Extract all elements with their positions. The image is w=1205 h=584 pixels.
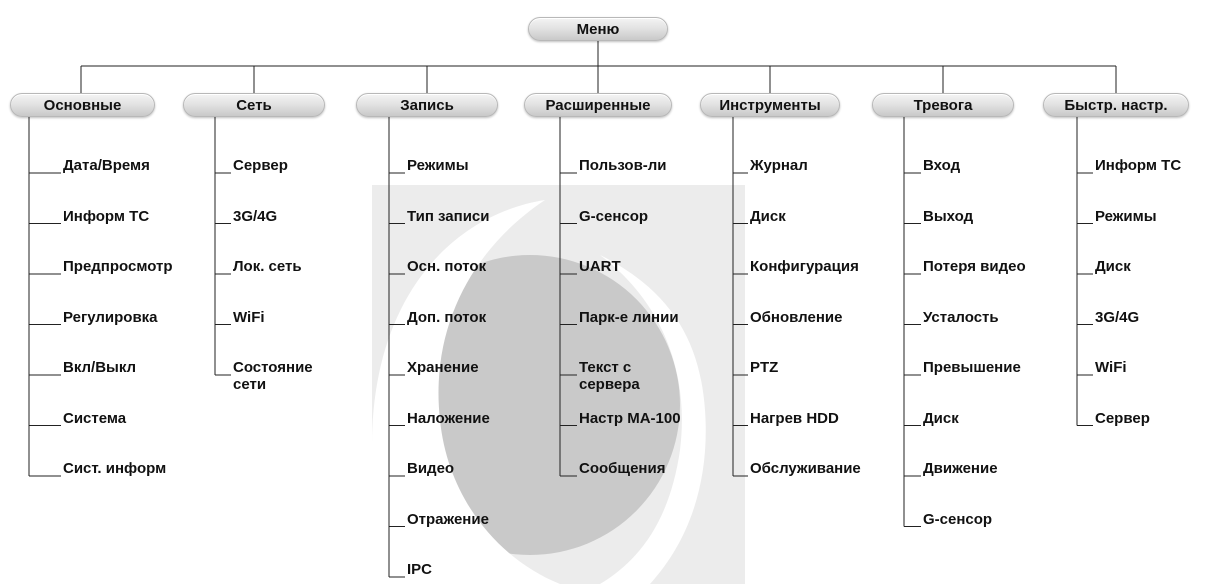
- menu-item[interactable]: Конфигурация: [750, 258, 859, 275]
- category-button[interactable]: Расширенные: [524, 93, 672, 117]
- menu-item[interactable]: Видео: [407, 460, 455, 477]
- menu-item[interactable]: G-сенсор: [923, 510, 993, 528]
- menu-item[interactable]: Осн. поток: [407, 258, 487, 275]
- category-button[interactable]: Тревога: [872, 93, 1014, 117]
- menu-item[interactable]: Усталость: [923, 308, 999, 326]
- menu-item[interactable]: Настр МА-100: [579, 409, 681, 427]
- menu-item[interactable]: Наложение: [407, 409, 490, 427]
- menu-item[interactable]: Предпросмотр: [63, 258, 173, 275]
- menu-item[interactable]: Журнал: [750, 157, 808, 174]
- menu-item[interactable]: G-сенсор: [579, 207, 649, 225]
- menu-item[interactable]: Выход: [923, 207, 974, 225]
- menu-item[interactable]: Пользов-ли: [579, 157, 667, 174]
- menu-item[interactable]: Тип записи: [407, 207, 490, 225]
- menu-item[interactable]: 3G/4G: [1095, 308, 1140, 326]
- menu-item[interactable]: Парк-е линии: [579, 308, 679, 326]
- menu-item[interactable]: Информ ТС: [63, 207, 150, 225]
- menu-item[interactable]: Диск: [750, 207, 786, 225]
- menu-item[interactable]: Диск: [1095, 258, 1131, 275]
- menu-item[interactable]: 3G/4G: [233, 207, 278, 225]
- menu-root-button[interactable]: Меню: [528, 17, 668, 41]
- menu-item[interactable]: Вход: [923, 157, 961, 174]
- menu-item[interactable]: Система: [63, 409, 127, 427]
- menu-item[interactable]: PTZ: [750, 359, 779, 376]
- menu-item[interactable]: WiFi: [1095, 359, 1127, 376]
- menu-item[interactable]: Режимы: [1095, 207, 1157, 225]
- menu-item[interactable]: Вкл/Выкл: [63, 359, 137, 376]
- menu-item[interactable]: Движение: [923, 460, 998, 477]
- menu-item[interactable]: Потеря видео: [923, 258, 1026, 275]
- menu-item[interactable]: Регулировка: [63, 308, 158, 326]
- menu-item[interactable]: Доп. поток: [407, 308, 487, 326]
- category-button[interactable]: Запись: [356, 93, 498, 117]
- menu-item[interactable]: Обслуживание: [750, 460, 861, 477]
- menu-item[interactable]: Хранение: [407, 359, 479, 376]
- category-button[interactable]: Сеть: [183, 93, 325, 117]
- menu-item[interactable]: Сервер: [233, 157, 288, 174]
- menu-item[interactable]: Дата/Время: [63, 157, 150, 174]
- menu-item[interactable]: Лок. сеть: [233, 258, 302, 275]
- category-button[interactable]: Основные: [10, 93, 155, 117]
- menu-item[interactable]: Сист. информ: [63, 460, 167, 477]
- menu-item[interactable]: UART: [579, 258, 621, 275]
- menu-item[interactable]: IPC: [407, 561, 433, 578]
- menu-item[interactable]: Обновление: [750, 308, 843, 326]
- menu-item[interactable]: Диск: [923, 409, 959, 427]
- menu-item[interactable]: Режимы: [407, 157, 469, 174]
- menu-item[interactable]: WiFi: [233, 308, 265, 326]
- menu-item[interactable]: Информ ТС: [1095, 157, 1182, 174]
- menu-item[interactable]: Нагрев HDD: [750, 409, 839, 427]
- menu-item[interactable]: Текст с сервера: [579, 359, 640, 393]
- category-button[interactable]: Инструменты: [700, 93, 840, 117]
- menu-item[interactable]: Превышение: [923, 359, 1021, 376]
- menu-item[interactable]: Состояние сети: [233, 359, 313, 393]
- menu-item[interactable]: Отражение: [407, 510, 489, 528]
- menu-item[interactable]: Сообщения: [579, 460, 666, 477]
- menu-item[interactable]: Сервер: [1095, 409, 1150, 427]
- category-button[interactable]: Быстр. настр.: [1043, 93, 1189, 117]
